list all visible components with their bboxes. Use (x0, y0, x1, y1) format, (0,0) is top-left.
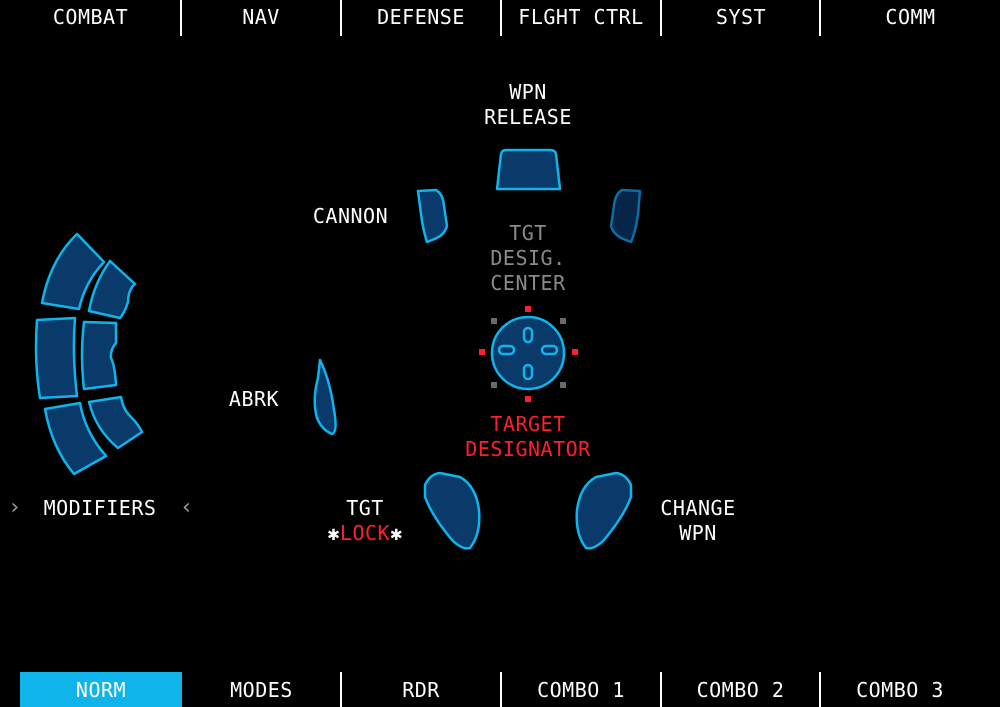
designator-direction-markers (479, 306, 578, 402)
modifiers-chevron-right-icon[interactable]: › (8, 495, 22, 520)
top-tab-separator (819, 0, 821, 36)
cannon-button[interactable] (416, 188, 449, 244)
abrk-label: ABRK (228, 387, 280, 411)
bottom-tab-separator (500, 672, 502, 707)
tab-flight-ctrl[interactable]: FLGHT CTRL (518, 5, 644, 29)
modifiers-label: MODIFIERS (43, 496, 157, 520)
tab-syst[interactable]: SYST (715, 5, 767, 29)
target-designator-label-line: TARGET (490, 412, 566, 436)
bottom-tab-separator (340, 672, 342, 707)
change-wpn-button[interactable] (575, 471, 633, 550)
lock-marker-icon: ✱ (327, 521, 340, 545)
bottom-tab-bar: NORM MODES RDR COMBO 1 COMBO 2 COMBO 3 (0, 672, 1000, 707)
modifier-segment-inner-mid[interactable] (80, 320, 118, 391)
tab-norm[interactable]: NORM (20, 672, 182, 707)
modifiers-chevron-left-icon[interactable]: ‹ (180, 495, 194, 520)
wpn-release-label-line: RELEASE (484, 105, 572, 129)
tab-nav[interactable]: NAV (242, 5, 280, 29)
tgt-lock-button[interactable] (423, 471, 481, 550)
bottom-tab-separator (660, 672, 662, 707)
tab-combo-1[interactable]: COMBO 1 (537, 677, 625, 702)
target-designator-label: TARGET DESIGNATOR (448, 412, 608, 462)
tab-modes[interactable]: MODES (230, 677, 293, 702)
bottom-tab-separator (819, 672, 821, 707)
change-wpn-label-line: WPN (679, 521, 717, 545)
target-designator-hat-detail (497, 326, 559, 381)
wpn-release-button[interactable] (495, 148, 562, 191)
modifier-segment-inner-bottom[interactable] (87, 395, 144, 450)
tgt-lock-label-line: TGT (346, 496, 384, 520)
tgt-lock-label-lock-text: LOCK (339, 521, 391, 545)
lock-marker-icon: ✱ (390, 521, 403, 545)
target-designator-label-line: DESIGNATOR (465, 437, 591, 461)
top-tab-separator (500, 0, 502, 36)
target-designator-hat[interactable] (490, 315, 566, 391)
tgt-desig-center-label-line: DESIG. (490, 246, 566, 270)
tab-comm[interactable]: COMM (885, 5, 936, 29)
top-tab-separator (180, 0, 182, 36)
right-trigger-button[interactable] (609, 188, 642, 244)
modifier-segment-outer-bottom[interactable] (43, 401, 108, 476)
modifier-segment-outer-top[interactable] (40, 232, 106, 311)
tgt-lock-label-line: ✱LOCK✱ (315, 521, 415, 546)
modifier-segment-inner-top[interactable] (87, 259, 137, 320)
top-tab-separator (340, 0, 342, 36)
tgt-lock-label: TGT ✱LOCK✱ (315, 496, 415, 546)
wpn-release-label-line: WPN (509, 80, 547, 104)
modifier-segment-outer-mid[interactable] (34, 316, 79, 400)
wpn-release-label: WPN RELEASE (458, 80, 598, 130)
tab-defense[interactable]: DEFENSE (377, 5, 465, 29)
tab-rdr[interactable]: RDR (402, 677, 440, 702)
top-tab-separator (660, 0, 662, 36)
abrk-button[interactable] (313, 358, 337, 436)
tgt-desig-center-label: TGT DESIG. CENTER (468, 221, 588, 296)
change-wpn-label: CHANGE WPN (638, 496, 758, 546)
cannon-label: CANNON (312, 204, 389, 228)
tgt-desig-center-label-line: TGT (509, 221, 547, 245)
tab-combo-2[interactable]: COMBO 2 (696, 677, 785, 702)
tab-combat[interactable]: COMBAT (52, 5, 129, 29)
tgt-desig-center-label-line: CENTER (490, 271, 566, 295)
change-wpn-label-line: CHANGE (660, 496, 736, 520)
top-tab-bar: COMBAT NAV DEFENSE FLGHT CTRL SYST COMM (0, 0, 1000, 36)
tab-combo-3[interactable]: COMBO 3 (856, 677, 944, 702)
